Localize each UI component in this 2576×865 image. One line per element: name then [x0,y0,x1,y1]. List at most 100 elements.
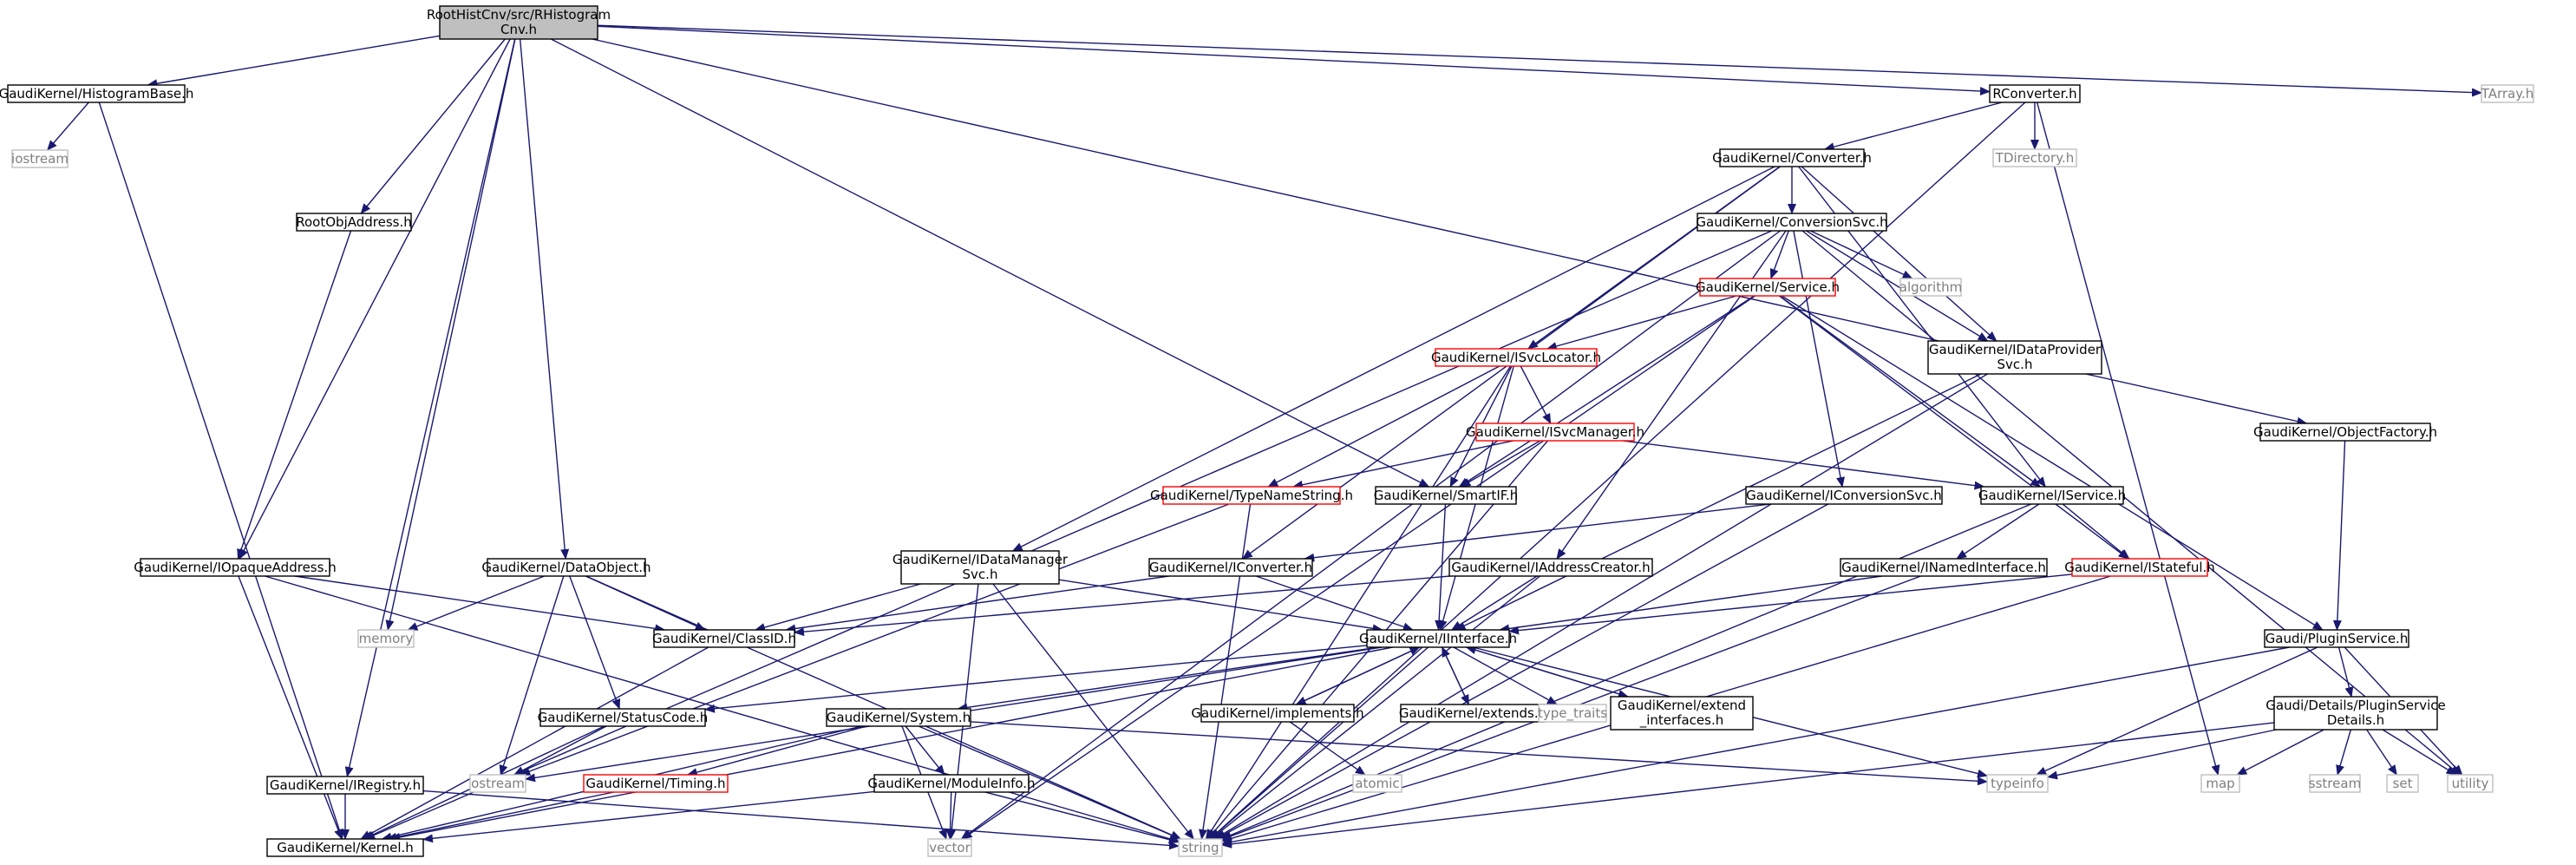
node-ostream[interactable]: ostream [469,774,526,793]
node-box [357,629,415,648]
node-box [2309,774,2361,793]
node-isvcmanager[interactable]: GaudiKernel/ISvcManager.h [1466,423,1644,442]
node-label: GaudiKernel/IConverter.h [1149,560,1312,575]
node-system[interactable]: GaudiKernel/System.h [826,708,971,727]
edge-system-to-moduleinfo [905,725,945,776]
node-box [2259,423,2431,442]
node-label: GaudiKernel/IDataProvider [1929,342,2102,357]
node-objfactory[interactable]: GaudiKernel/ObjectFactory.h [2253,423,2437,442]
node-box [2200,774,2240,793]
node-label: memory [359,631,414,646]
node-iservice[interactable]: GaudiKernel/IService.h [1978,486,2126,505]
node-label: GaudiKernel/extend [1618,698,1746,713]
node-label: Svc.h [963,567,998,582]
node-sstream[interactable]: sstream [2309,774,2361,793]
node-label: GaudiKernel/Timing.h [585,776,725,791]
node-converter[interactable]: GaudiKernel/Converter.h [1712,148,1872,167]
edge-dataobject-to-statuscode [569,575,621,710]
node-box [296,213,412,232]
edge-system-to-typeinfo [970,721,1988,786]
node-iregistry[interactable]: GaudiKernel/IRegistry.h [266,776,424,795]
edge-idataprov-to-string [1213,373,1988,840]
node-isvclocator[interactable]: GaudiKernel/ISvcLocator.h [1431,348,1601,367]
node-label: GaudiKernel/IStateful.h [2064,560,2215,575]
node-set[interactable]: set [2386,774,2419,793]
node-iopaque[interactable]: GaudiKernel/IOpaqueAddress.h [134,558,337,577]
edge-root-to-histbase [147,35,441,88]
node-map[interactable]: map [2200,774,2240,793]
node-rootobjaddr[interactable]: RootObjAddress.h [296,213,412,232]
node-iconverter[interactable]: GaudiKernel/IConverter.h [1148,558,1313,577]
node-label: Gaudi/PluginService.h [2265,631,2409,646]
node-extends[interactable]: GaudiKernel/extends.h [1399,704,1546,723]
edge-root-to-iopaque [239,38,511,560]
node-box [1200,704,1355,723]
node-box [1475,423,1635,442]
node-label: GaudiKernel/IAddressCreator.h [1451,560,1650,575]
edge-conversionsvc-to-vector [960,230,1781,840]
node-vector[interactable]: vector [927,838,972,857]
node-label: GaudiKernel/IRegistry.h [270,777,421,793]
node-inamedif[interactable]: GaudiKernel/INamedInterface.h [1840,558,2048,577]
node-label: map [2206,776,2234,791]
node-box [873,774,1030,793]
node-utility[interactable]: utility [2447,774,2494,793]
node-iaddrcreator[interactable]: GaudiKernel/IAddressCreator.h [1448,558,1653,577]
node-pluginsvc[interactable]: Gaudi/PluginService.h [2264,629,2409,648]
node-dataobject[interactable]: GaudiKernel/DataObject.h [481,558,651,577]
node-label: GaudiKernel/DataObject.h [481,560,651,575]
node-typenamestr[interactable]: GaudiKernel/TypeNameString.h [1150,486,1353,505]
node-box [1375,486,1517,505]
node-service[interactable]: GaudiKernel/Service.h [1696,278,1840,297]
node-iostream[interactable]: iostream [11,149,69,168]
node-atomic[interactable]: atomic [1352,774,1402,793]
node-label: typeinfo [1991,776,2044,791]
node-moduleinfo[interactable]: GaudiKernel/ModuleInfo.h [867,774,1036,793]
node-label: GaudiKernel/extends.h [1399,705,1546,721]
node-algorithm[interactable]: algorithm [1899,278,1962,297]
node-histbase[interactable]: GaudiKernel/HistogramBase.h [0,84,193,103]
node-statuscode[interactable]: GaudiKernel/StatusCode.h [538,708,709,727]
node-rconverter[interactable]: RConverter.h [1989,84,2081,103]
node-istateful[interactable]: GaudiKernel/IStateful.h [2064,558,2215,577]
edge-moduleinfo-to-string [984,791,1180,844]
node-label: TDirectory.h [1995,150,2074,166]
node-box [7,84,186,103]
node-box [1178,838,1223,857]
node-box [1448,558,1653,577]
edge-rootobjaddr-to-iopaque [237,230,352,560]
node-classid[interactable]: GaudiKernel/ClassID.h [652,629,796,648]
edge-root-to-dataobject [519,38,570,560]
node-iconvsvc[interactable]: GaudiKernel/IConversionSvc.h [1745,486,1943,505]
node-extendif[interactable]: GaudiKernel/extend_interfaces.h [1610,696,1754,731]
node-kernel[interactable]: GaudiKernel/Kernel.h [266,838,424,857]
edge-system-to-string [918,725,1181,840]
node-label: Gaudi/Details/PluginService [2265,698,2445,713]
node-box [439,5,598,40]
node-tarray[interactable]: TArray.h [2481,84,2534,103]
node-conversionsvc[interactable]: GaudiKernel/ConversionSvc.h [1696,213,1888,232]
node-box [2071,558,2208,577]
edge-moduleinfo-to-kernel [422,790,875,843]
edge-isvcmanager-to-iservice [1623,440,1985,490]
edge-histbase-to-iostream [47,102,89,151]
node-label: GaudiKernel/StatusCode.h [538,710,709,725]
node-typetraits[interactable]: type_traits [1538,704,1607,723]
node-timing[interactable]: GaudiKernel/Timing.h [583,774,729,793]
node-iinterface[interactable]: GaudiKernel/IInterface.h [1359,629,1517,648]
node-typeinfo[interactable]: typeinfo [1986,774,2049,793]
node-box [487,558,646,577]
node-label: set [2393,776,2413,791]
node-implements[interactable]: GaudiKernel/implements.h [1191,704,1364,723]
node-smartif[interactable]: GaudiKernel/SmartIF.h [1374,486,1518,505]
node-memory[interactable]: memory [357,629,415,648]
node-tdirectory[interactable]: TDirectory.h [1992,148,2077,167]
node-string[interactable]: string [1178,838,1223,857]
node-box [2481,84,2534,103]
edge-iopaque-to-string [265,575,1180,843]
